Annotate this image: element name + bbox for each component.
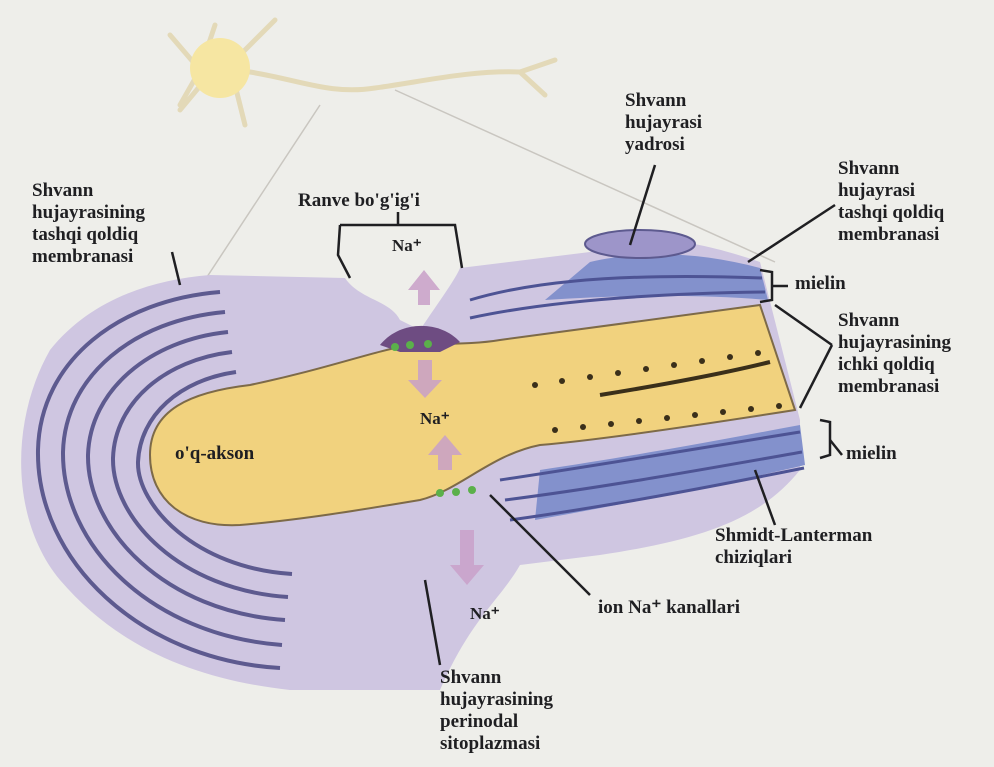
label-na-middle: Na⁺ [420,408,450,430]
label-schmidt-lanterman: Shmidt-Lanterman chiziqlari [715,525,872,569]
label-na-top: Na⁺ [392,235,422,257]
label-ion-channels: ion Na⁺ kanallari [598,597,740,619]
label-schwann-nucleus: Shvann hujayrasi yadrosi [625,90,702,156]
label-perinodal-cytoplasm: Shvann hujayrasining perinodal sitoplazm… [440,667,553,755]
label-myelin-bottom: mielin [846,443,897,465]
label-axon: o'q-akson [175,443,254,465]
label-outer-membrane-right: Shvann hujayrasi tashqi qoldiq membranas… [838,158,944,246]
label-myelin-top: mielin [795,273,846,295]
projection-line-right [395,90,775,262]
schwann-nucleus [585,230,695,258]
label-na-bottom: Na⁺ [470,603,500,625]
label-ranvier-node: Ranve bo'g'ig'i [298,190,420,212]
label-outer-membrane-left: Shvann hujayrasining tashqi qoldiq membr… [32,180,145,268]
neuron-icon [170,20,555,125]
label-inner-membrane: Shvann hujayrasining ichki qoldiq membra… [838,310,951,398]
